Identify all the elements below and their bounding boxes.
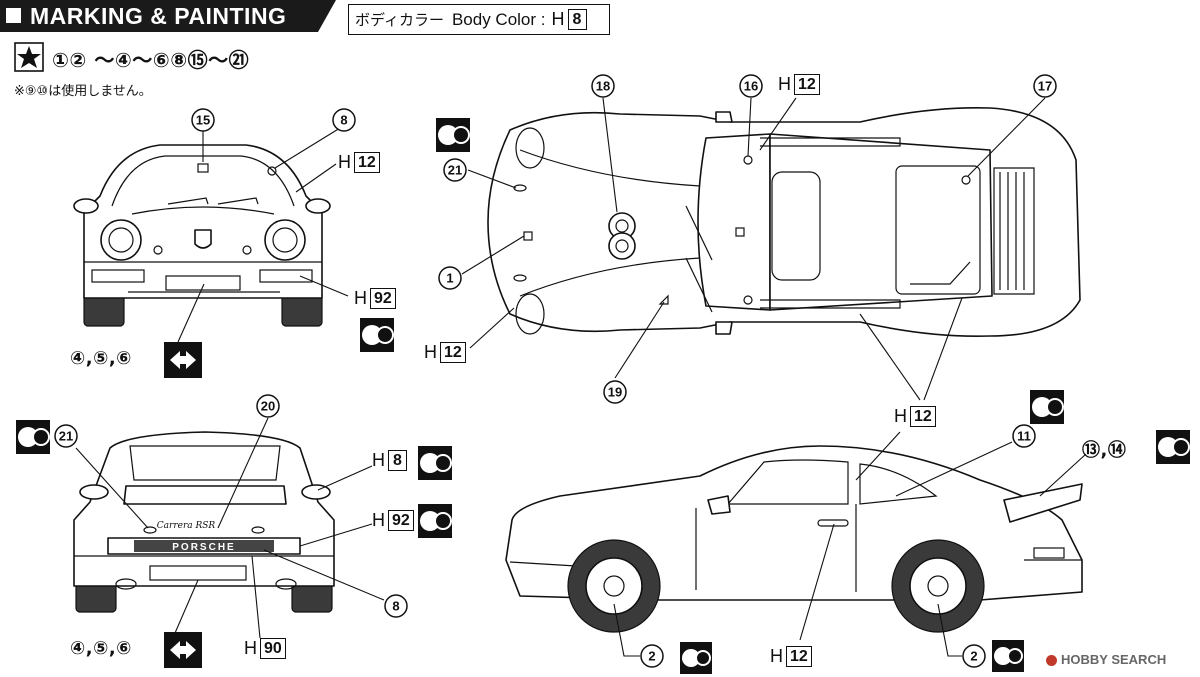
paint-mark-icon [1156, 430, 1190, 464]
callout-8-rear: 8 [384, 594, 408, 618]
side-view [505, 445, 1083, 633]
callout-18-top: 18 [591, 74, 615, 98]
arrow-icon [164, 342, 202, 378]
top-view [487, 106, 1081, 338]
body-color-code: H 8 [552, 9, 587, 30]
front-view [73, 144, 331, 327]
body-color-label-jp: ボディカラー [355, 11, 444, 29]
watermark: HOBBY SEARCH [1046, 652, 1166, 667]
logo-icon [1046, 655, 1057, 667]
svg-text:15: 15 [196, 113, 210, 128]
svg-text:20: 20 [261, 399, 275, 414]
page-title: MARKING & PAINTING [30, 3, 287, 29]
wing-decals: ⑬,⑭ [1082, 440, 1127, 461]
paint-mark-icon [436, 118, 470, 152]
paint-mark-icon [360, 318, 394, 352]
decal-sequence: ①② 〜④〜⑥⑧⑮〜㉑ [52, 48, 250, 72]
body-color-label-en: Body Color : [451, 9, 546, 29]
callout-20-rear: 20 [256, 394, 280, 418]
star-icon [14, 42, 44, 72]
unused-note: ※⑨⑩は使用しません。 [14, 84, 152, 99]
svg-text:19: 19 [608, 385, 622, 400]
svg-text:11: 11 [1017, 429, 1031, 444]
svg-text:21: 21 [59, 429, 73, 444]
arrow-icon [164, 632, 202, 668]
callout-17-top: 17 [1033, 74, 1057, 98]
svg-text:16: 16 [744, 79, 758, 94]
callout-16-top: 16 [739, 74, 763, 98]
callout-1-top: 1 [438, 266, 462, 290]
svg-text:17: 17 [1038, 79, 1052, 94]
callout-15-front: 15 [191, 108, 215, 132]
header-banner [0, 0, 336, 32]
callout-21-rear: 21 [54, 424, 78, 448]
svg-text:18: 18 [596, 79, 610, 94]
rear-plate-decals: ④,⑤,⑥ [70, 638, 132, 659]
paint-mark-icon [992, 640, 1024, 672]
svg-text:8: 8 [392, 599, 399, 614]
svg-text:1: 1 [446, 271, 453, 286]
callout-8-front: 8 [332, 108, 356, 132]
callout-2-front-wheel: 2 [640, 644, 664, 668]
paint-mark-icon [418, 446, 452, 480]
callout-2-rear-wheel: 2 [962, 644, 986, 668]
carrera-badge: Carrera RSR [157, 521, 216, 531]
svg-text:21: 21 [448, 163, 462, 178]
paint-mark-icon [16, 420, 50, 454]
svg-text:2: 2 [970, 649, 977, 664]
callout-21-top: 21 [443, 158, 467, 182]
callout-19-top: 19 [603, 380, 627, 404]
body-color-box: ボディカラー Body Color : H 8 [348, 4, 610, 35]
svg-text:8: 8 [340, 113, 347, 128]
porsche-text: PORSCHE [172, 542, 235, 553]
rear-view [73, 431, 335, 613]
callout-11-side: 11 [1012, 424, 1036, 448]
paint-mark-icon [418, 504, 452, 538]
paint-mark-icon [680, 642, 712, 674]
paint-mark-icon [1030, 390, 1064, 424]
front-plate-decals: ④,⑤,⑥ [70, 348, 132, 369]
svg-text:2: 2 [648, 649, 655, 664]
